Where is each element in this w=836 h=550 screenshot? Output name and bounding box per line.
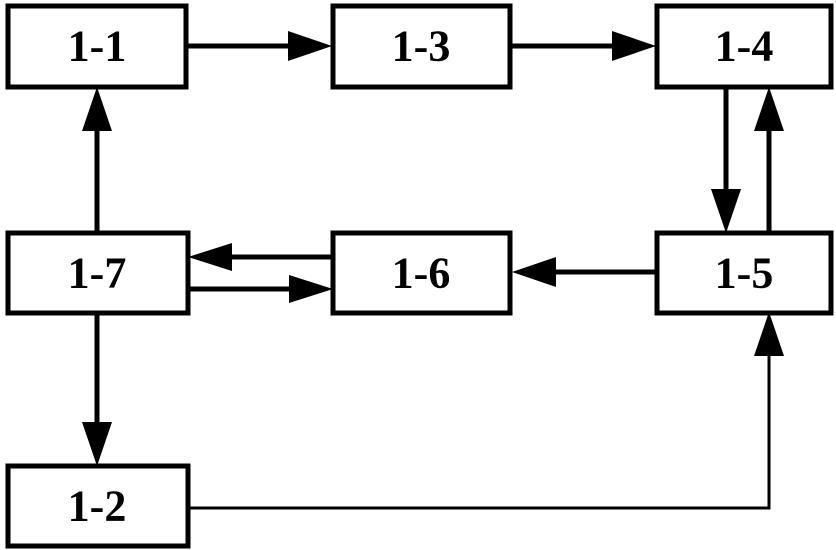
arrowhead [288, 31, 332, 61]
node-label: 1-3 [392, 22, 451, 71]
edge-1-5-to-1-4 [754, 87, 784, 233]
edge-1-6-to-1-7 [188, 243, 333, 271]
node-1-7: 1-7 [5, 230, 191, 316]
arrowhead [754, 312, 784, 356]
edge-1-7-to-1-6 [188, 275, 333, 303]
arrowhead [612, 31, 656, 61]
edge-1-1-to-1-3 [186, 31, 332, 61]
node-1-3: 1-3 [330, 3, 513, 90]
node-1-6: 1-6 [330, 230, 513, 316]
node-label: 1-6 [392, 249, 451, 298]
edge-1-5-to-1-6 [512, 257, 657, 287]
arrowhead [512, 257, 556, 287]
arrowhead [82, 422, 112, 466]
node-label: 1-2 [68, 482, 127, 531]
edge-1-3-to-1-4 [510, 31, 656, 61]
edge-1-7-to-1-1 [82, 87, 112, 233]
node-label: 1-1 [68, 22, 127, 71]
node-1-5: 1-5 [654, 230, 834, 316]
arrowhead [754, 87, 784, 131]
node-label: 1-7 [68, 249, 127, 298]
arrowhead [289, 275, 333, 303]
nodes: 1-1 1-3 1-4 1-7 1-6 1-5 1-2 [5, 3, 834, 549]
arrowhead [82, 87, 112, 131]
edges [82, 31, 784, 510]
node-label: 1-5 [715, 249, 774, 298]
arrowhead [188, 243, 232, 271]
edge-1-7-to-1-2 [82, 313, 112, 466]
node-1-4: 1-4 [654, 3, 834, 90]
edge-1-4-to-1-5 [711, 87, 741, 233]
node-1-2: 1-2 [5, 463, 191, 549]
node-label: 1-4 [715, 22, 774, 71]
edge-1-2-to-1-5 [188, 312, 784, 510]
arrowhead [711, 189, 741, 233]
node-1-1: 1-1 [5, 3, 189, 90]
